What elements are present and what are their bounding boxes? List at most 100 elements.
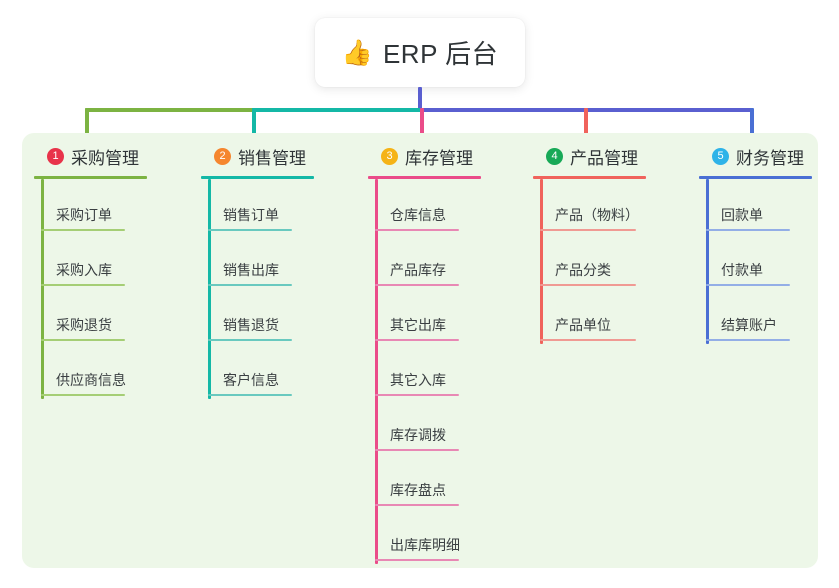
list-item-underline (375, 284, 459, 286)
list-item[interactable]: 仓库信息 (368, 179, 538, 234)
list-item-label: 结算账户 (721, 317, 777, 333)
trunk-line (418, 87, 422, 112)
list-item-label: 库存盘点 (390, 482, 446, 498)
list-item[interactable]: 采购退货 (34, 289, 194, 344)
root-node-card[interactable]: 👍 ERP 后台 (315, 18, 525, 87)
list-item-underline (375, 394, 459, 396)
list-item-label: 产品库存 (390, 262, 446, 278)
branch-header-product[interactable]: 4 产品管理 (533, 143, 703, 169)
branch-number-badge-product: 4 (546, 147, 563, 165)
list-item-label: 仓库信息 (390, 207, 446, 223)
list-item-underline (375, 504, 459, 506)
drop-purchase (85, 108, 89, 148)
list-item-label: 其它入库 (390, 372, 446, 388)
list-item-underline (208, 284, 292, 286)
branch-underline-purchase (34, 176, 147, 179)
branch-underline-inventory (368, 176, 481, 179)
list-item-underline (375, 339, 459, 341)
drop-sales (252, 108, 256, 148)
branch-item-list-sales: 销售订单销售出库销售退货客户信息 (201, 179, 361, 399)
branch-column-inventory: 3 库存管理仓库信息产品库存其它出库其它入库库存调拨库存盘点出库库明细 (368, 143, 538, 564)
list-item-underline (540, 284, 636, 286)
list-item-underline (375, 449, 459, 451)
list-item-label: 销售退货 (223, 317, 279, 333)
drop-finance (750, 108, 754, 148)
list-item[interactable]: 回款单 (699, 179, 839, 234)
list-item-underline (375, 559, 459, 561)
list-item-underline (706, 339, 790, 341)
branch-header-inventory[interactable]: 3 库存管理 (368, 143, 538, 169)
branch-number-badge-inventory: 3 (381, 147, 398, 165)
list-item-underline (208, 229, 292, 231)
list-item[interactable]: 产品单位 (533, 289, 703, 344)
list-item[interactable]: 出库库明细 (368, 509, 538, 564)
list-item-underline (540, 229, 636, 231)
list-item-label: 回款单 (721, 207, 763, 223)
list-item[interactable]: 付款单 (699, 234, 839, 289)
bus-teal (252, 108, 422, 112)
list-item[interactable]: 结算账户 (699, 289, 839, 344)
drop-product (584, 108, 588, 148)
branch-spine-finance (706, 179, 709, 344)
list-item[interactable]: 库存调拨 (368, 399, 538, 454)
list-item-underline (706, 284, 790, 286)
branch-underline-product (533, 176, 646, 179)
list-item[interactable]: 客户信息 (201, 344, 361, 399)
list-item[interactable]: 其它入库 (368, 344, 538, 399)
list-item[interactable]: 库存盘点 (368, 454, 538, 509)
diagram-board (22, 133, 818, 568)
list-item-underline (706, 229, 790, 231)
list-item-underline (208, 394, 292, 396)
branch-title-product: 产品管理 (570, 148, 638, 168)
branch-spine-purchase (41, 179, 44, 399)
list-item-label: 销售出库 (223, 262, 279, 278)
list-item-label: 销售订单 (223, 207, 279, 223)
list-item-underline (540, 339, 636, 341)
bus-green (85, 108, 254, 112)
branch-item-list-finance: 回款单付款单结算账户 (699, 179, 839, 344)
list-item-underline (41, 394, 125, 396)
branch-underline-sales (201, 176, 314, 179)
list-item-label: 出库库明细 (390, 537, 460, 553)
list-item-label: 付款单 (721, 262, 763, 278)
list-item-underline (41, 339, 125, 341)
branch-underline-finance (699, 176, 812, 179)
list-item[interactable]: 其它出库 (368, 289, 538, 344)
list-item-underline (208, 339, 292, 341)
list-item-underline (41, 284, 125, 286)
branch-title-finance: 财务管理 (736, 148, 804, 168)
list-item[interactable]: 销售出库 (201, 234, 361, 289)
branch-spine-product (540, 179, 543, 344)
branch-item-list-purchase: 采购订单采购入库采购退货供应商信息 (34, 179, 194, 399)
list-item[interactable]: 采购入库 (34, 234, 194, 289)
list-item[interactable]: 供应商信息 (34, 344, 194, 399)
branch-column-product: 4 产品管理产品（物料）产品分类产品单位 (533, 143, 703, 344)
branch-number-badge-sales: 2 (214, 147, 231, 165)
list-item-label: 其它出库 (390, 317, 446, 333)
list-item[interactable]: 产品分类 (533, 234, 703, 289)
list-item-label: 采购入库 (56, 262, 112, 278)
list-item-label: 产品单位 (555, 317, 611, 333)
branch-item-list-product: 产品（物料）产品分类产品单位 (533, 179, 703, 344)
list-item[interactable]: 销售退货 (201, 289, 361, 344)
list-item-label: 供应商信息 (56, 372, 126, 388)
thumbs-up-icon: 👍 (341, 38, 373, 67)
branch-title-inventory: 库存管理 (405, 148, 473, 168)
list-item-label: 库存调拨 (390, 427, 446, 443)
list-item[interactable]: 产品（物料） (533, 179, 703, 234)
list-item-label: 客户信息 (223, 372, 279, 388)
list-item[interactable]: 产品库存 (368, 234, 538, 289)
list-item-underline (41, 229, 125, 231)
branch-item-list-inventory: 仓库信息产品库存其它出库其它入库库存调拨库存盘点出库库明细 (368, 179, 538, 564)
list-item[interactable]: 销售订单 (201, 179, 361, 234)
branch-title-purchase: 采购管理 (71, 148, 139, 168)
list-item-label: 采购订单 (56, 207, 112, 223)
list-item[interactable]: 采购订单 (34, 179, 194, 234)
